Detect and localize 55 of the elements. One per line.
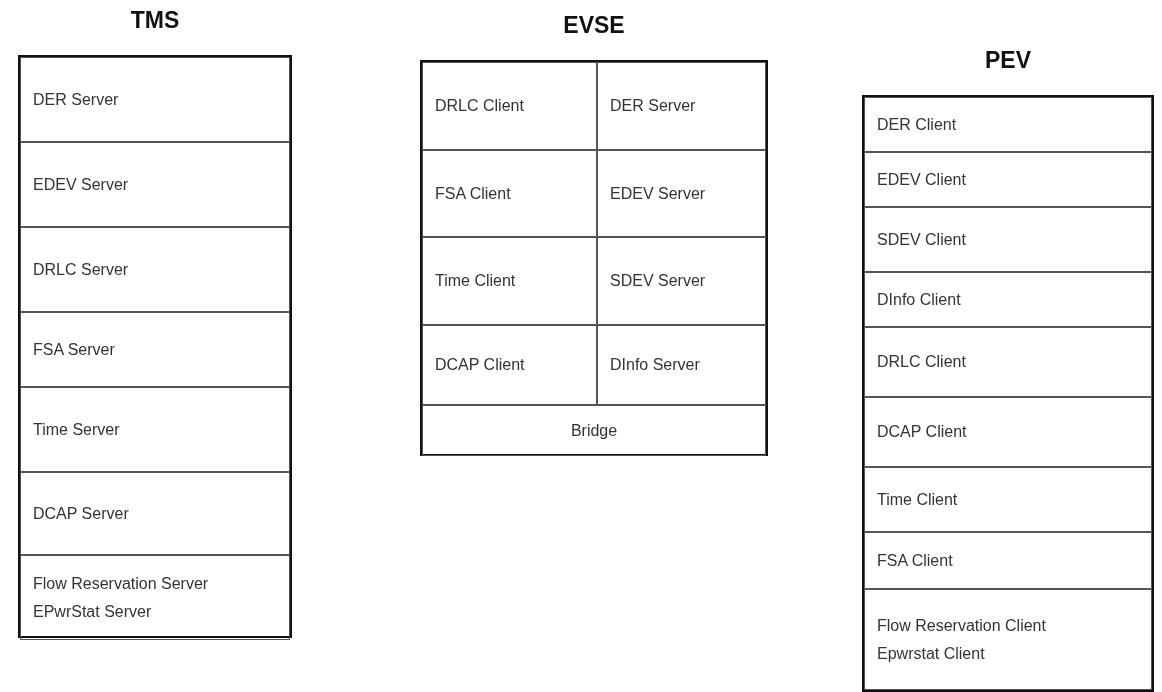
service-cell [597, 237, 766, 325]
service-cell [422, 325, 597, 405]
service-label: Time Client [435, 271, 517, 291]
service-cell [864, 97, 1152, 152]
service-label: DCAP Server [33, 503, 130, 524]
service-label: Flow Reservation Client [877, 615, 1047, 636]
service-label: DRLC Client [877, 352, 967, 372]
service-cell [864, 272, 1152, 327]
service-cell [864, 589, 1152, 690]
service-label: Time Server [33, 419, 121, 440]
service-label: FSA Client [877, 550, 954, 571]
service-cell [597, 325, 766, 405]
table-heading: EVSE [562, 12, 626, 39]
service-cell [422, 62, 597, 150]
service-label: DInfo Client [877, 289, 962, 310]
service-cell [20, 312, 290, 387]
service-cell [20, 387, 290, 472]
service-cell [864, 397, 1152, 467]
service-cell [597, 62, 766, 150]
service-label: Time Client [877, 489, 959, 510]
service-cell [422, 150, 597, 237]
service-cell [864, 327, 1152, 397]
service-label: EDEV Server [610, 183, 707, 204]
service-cell [20, 555, 290, 640]
service-label: Epwrstat Client [877, 643, 986, 664]
service-cell [20, 57, 290, 142]
service-label: Flow Reservation Server [33, 573, 210, 594]
service-label: EPwrStat Server [33, 601, 153, 622]
service-label: DER Client [877, 114, 958, 135]
service-cell [597, 150, 766, 237]
service-label: DInfo Server [610, 355, 701, 375]
service-label: DRLC Client [435, 96, 525, 116]
service-cell [20, 142, 290, 227]
service-label: EDEV Client [877, 169, 967, 190]
service-label: DCAP Client [877, 422, 968, 442]
service-cell [864, 207, 1152, 272]
service-cell [864, 152, 1152, 207]
service-label: EDEV Server [33, 174, 130, 195]
service-label: FSA Client [435, 183, 512, 204]
service-label: FSA Server [33, 339, 116, 360]
service-label: Bridge [570, 420, 618, 441]
service-cell [20, 472, 290, 555]
service-cell [422, 237, 597, 325]
service-label: DCAP Client [435, 355, 526, 375]
service-label: SDEV Client [877, 229, 967, 250]
service-cell [422, 405, 766, 456]
service-cell [864, 467, 1152, 532]
service-label: SDEV Server [610, 271, 707, 291]
service-cell [20, 227, 290, 312]
service-label: DER Server [610, 96, 697, 116]
service-label: DRLC Server [33, 259, 130, 280]
table-heading: TMS [129, 7, 181, 34]
service-label: DER Server [33, 89, 120, 110]
table-heading: PEV [984, 47, 1032, 74]
service-cell [864, 532, 1152, 589]
